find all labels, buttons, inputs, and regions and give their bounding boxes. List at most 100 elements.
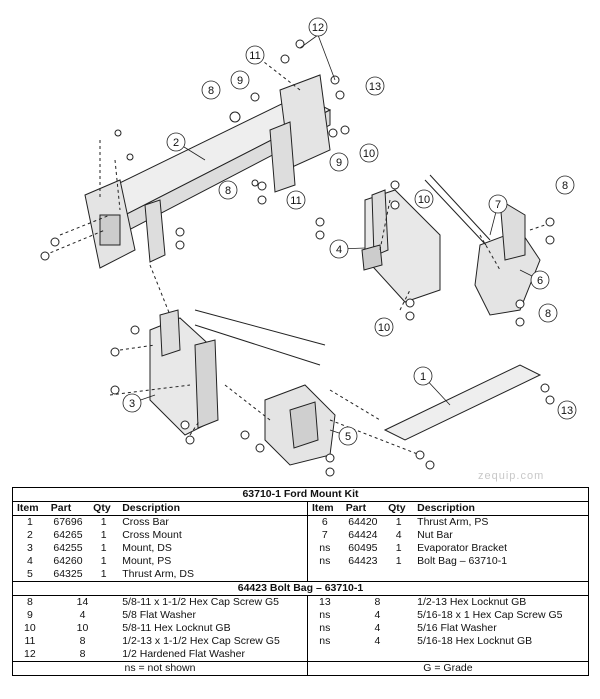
table-cell: 1/2 Hardened Flat Washer (118, 648, 308, 662)
callout-label: 9 (237, 75, 243, 87)
table-cell: Thrust Arm, DS (118, 568, 308, 582)
callout-label: 10 (363, 148, 375, 160)
table-cell: 5 (26, 568, 33, 580)
callout-label: 10 (418, 194, 430, 206)
callout-11-b (286, 190, 306, 210)
table-cell: 10 (24, 622, 36, 634)
table-cell: Thrust Arm, PS (417, 516, 489, 528)
callout-label: 11 (249, 50, 260, 62)
callout-label: 9 (336, 157, 342, 169)
table-cell: 1 (100, 555, 107, 567)
callout-label: 8 (208, 85, 214, 97)
table-cell: 4 (374, 622, 381, 634)
table-cell: 3 (26, 542, 33, 554)
table-cell: 10 (76, 622, 89, 634)
table-cell: 2 (26, 529, 33, 541)
table-cell: 4 (26, 555, 33, 567)
callout-8-d (538, 303, 558, 323)
callout-9-b (329, 152, 349, 172)
table-cell: 14 (76, 596, 89, 608)
col-header: Part (341, 501, 385, 516)
nut-bar-part (194, 174, 491, 366)
table-cell: 11 (24, 635, 36, 647)
table-cell: 5/8-11 x 1-1/2 Hex Cap Screw G5 (118, 595, 308, 609)
callout-8-a (201, 80, 221, 100)
table-cell: 64255 (53, 542, 83, 554)
table-cell: 1 (100, 542, 107, 554)
table-cell: ns (319, 555, 331, 567)
table-cell: 1 (395, 516, 402, 528)
callout-9-a (230, 70, 250, 90)
table-cell: 64420 (348, 516, 378, 528)
callout-label: 3 (129, 398, 135, 410)
table-cell: 8 (79, 635, 86, 647)
table-cell (413, 568, 588, 582)
table-cell: 9 (26, 609, 33, 621)
table-cell: 1/2-13 x 1-1/2 Hex Cap Screw G5 (118, 635, 308, 648)
table-cell: 4 (79, 609, 86, 621)
mount-ps-part (361, 189, 441, 303)
table-cell (307, 568, 341, 582)
callout-10-b (414, 189, 434, 209)
table-cell: 6 (321, 516, 328, 528)
table-cell (307, 648, 341, 662)
callout-label: 2 (173, 137, 179, 149)
bolt-bag-title: 64423 Bolt Bag – 63710-1 (12, 581, 589, 596)
hardware (40, 39, 555, 477)
callout-label: 7 (495, 199, 501, 211)
callout-8-b (218, 180, 238, 200)
watermark: zequip.com (478, 470, 545, 482)
callout-label: 13 (369, 81, 381, 93)
cross-bar-part (84, 74, 332, 269)
table-cell: 4 (374, 609, 381, 621)
table-cell: 7 (321, 529, 328, 541)
callout-label: 8 (545, 308, 551, 320)
callout-label: 4 (336, 244, 342, 256)
callout-label: 10 (378, 322, 390, 334)
table-cell: 64260 (53, 555, 83, 567)
callout-10-c (374, 317, 394, 337)
table-cell: 12 (24, 648, 36, 660)
callout-label: 8 (562, 180, 568, 192)
table-cell: Mount, DS (118, 542, 308, 555)
table-cell: 8 (26, 596, 33, 608)
table-cell (342, 568, 384, 582)
table-cell (384, 568, 413, 582)
callout-12 (308, 17, 328, 37)
footer-note-grade: G = Grade (307, 661, 589, 676)
callout-5 (338, 426, 358, 446)
table-cell: 8 (374, 596, 381, 608)
table-cell: 1 (395, 555, 402, 567)
table-cell: ns (319, 635, 331, 647)
callout-13-b (557, 400, 577, 420)
parts-table: 63710-1 Ford Mount Kit Item Part Qty Des… (12, 487, 589, 676)
callout-6 (530, 270, 550, 290)
mount-ds-part (149, 309, 219, 436)
callout-label: 13 (561, 405, 573, 417)
table-cell: 64265 (53, 529, 83, 541)
callout-label: 5 (345, 431, 351, 443)
table-cell: ns (319, 622, 331, 634)
assembly-lines (44, 54, 546, 456)
footer-note-ns: ns = not shown (12, 661, 308, 676)
thrust-arm-ps-part (474, 199, 541, 316)
col-header: Description (118, 501, 308, 516)
callout-3 (122, 393, 142, 413)
callout-8-c (555, 175, 575, 195)
col-header: Item (12, 501, 47, 516)
table-cell: 64423 (348, 555, 378, 567)
callout-1 (413, 366, 433, 386)
callout-13-a (365, 76, 385, 96)
flat-bar-part (383, 364, 542, 441)
table-cell: 1 (100, 529, 107, 541)
